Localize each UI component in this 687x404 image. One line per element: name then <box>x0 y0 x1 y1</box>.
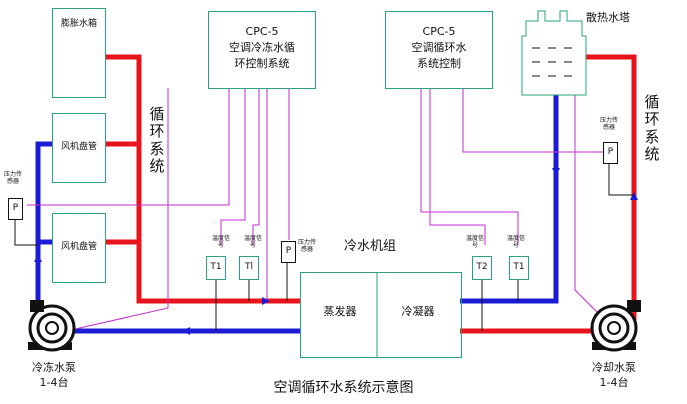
flow-arrow <box>630 192 638 200</box>
cooling-supply-pipe <box>460 54 637 334</box>
expansion-tank-label: 膨胀水箱 <box>60 19 97 29</box>
pressure-sensor-chiller: P <box>281 241 296 263</box>
temperature-signal-label: 温度信号 <box>466 235 485 249</box>
fan-coil-unit-upper: 风机盘管 <box>52 113 106 183</box>
fan-coil-unit-lower: 风机盘管 <box>52 213 106 283</box>
fan-coil-label: 风机盘管 <box>60 242 97 252</box>
cooling-pump-name: 冷却水泵 <box>592 361 636 374</box>
pressure-sensor-right: P <box>603 142 618 164</box>
chilled-pump-name: 冷冻水泵 <box>32 361 76 374</box>
chilled-supply-pipe <box>104 54 300 304</box>
flow-arrow <box>552 168 560 176</box>
temperature-signal-label: 温度信号 <box>244 235 263 249</box>
chilled-water-pump <box>28 300 76 352</box>
controller-desc-line: 环控制系统 <box>234 57 290 70</box>
cooling-water-controller: CPC-5 空调循环水 系统控制 <box>385 11 493 89</box>
pressure-sensor-left: P <box>8 198 23 220</box>
temperature-sensor-t1b: Tl <box>239 256 259 280</box>
cooling-pump-count: 1-4台 <box>599 376 629 389</box>
temperature-signal-label: 温度信号 <box>212 235 231 249</box>
condenser-label: 冷凝器 <box>401 305 435 318</box>
chilled-pump-count: 1-4台 <box>39 376 69 389</box>
pressure-sensor-symbol: P <box>607 147 614 157</box>
cooling-water-pump <box>590 300 641 352</box>
controller-desc-line: 空调冷冻水循 <box>229 41 295 54</box>
cooling-tower-label: 散热水塔 <box>586 11 630 24</box>
temperature-sensor-t2: T2 <box>472 256 492 280</box>
sensor-symbol: Tl <box>245 262 253 272</box>
diagram-title: 空调循环水系统示意图 <box>273 380 414 396</box>
controller-desc-line: 系统控制 <box>417 57 461 70</box>
controller-desc-line: 空调循环水 <box>411 41 467 54</box>
sensor-symbol: T1 <box>513 262 525 272</box>
expansion-tank: 膨胀水箱 <box>52 8 106 98</box>
pressure-sensor-label: 压力传感器 <box>297 239 316 253</box>
temperature-signal-label: 温度信号 <box>507 235 526 249</box>
pressure-sensor-label-right: 压力传感器 <box>599 117 618 131</box>
temperature-sensor-t1c: T1 <box>509 256 529 280</box>
chiller-unit <box>300 272 462 358</box>
flow-arrows <box>34 168 638 335</box>
sensor-symbol: T2 <box>476 262 488 272</box>
sensor-symbol: T1 <box>210 262 222 272</box>
pressure-sensor-symbol: P <box>285 246 292 256</box>
cooling-return-pipe <box>460 95 559 304</box>
sensor-taps <box>14 164 634 331</box>
pressure-sensor-label-left: 压力传感器 <box>3 171 22 185</box>
fan-coil-label: 风机盘管 <box>60 142 97 152</box>
pressure-sensor-symbol: P <box>12 203 19 213</box>
flow-arrow <box>262 297 270 305</box>
flow-arrow <box>34 254 42 262</box>
chiller-unit-label: 冷水机组 <box>344 239 397 254</box>
evaporator-label: 蒸发器 <box>323 305 357 318</box>
circulation-label-left: 循环系统 <box>149 105 165 175</box>
controller-model: CPC-5 <box>245 25 279 38</box>
flow-arrow <box>182 327 190 335</box>
signal-wiring <box>27 88 604 333</box>
temperature-sensor-t1a: T1 <box>206 256 226 280</box>
circulation-label-right: 循环系统 <box>644 93 660 163</box>
tower-water-marks <box>532 47 572 77</box>
chilled-water-controller: CPC-5 空调冷冻水循 环控制系统 <box>208 11 316 89</box>
controller-model: CPC-5 <box>422 25 456 38</box>
cooling-tower-shape <box>521 10 587 96</box>
